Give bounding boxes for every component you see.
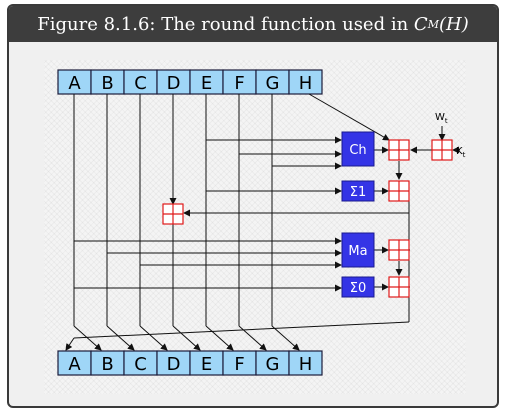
constant-k: Kt xyxy=(456,146,466,159)
function-ch: Ch xyxy=(341,131,375,167)
caption-math-base: C xyxy=(413,13,428,35)
constant-w: Wt xyxy=(435,112,448,125)
top-register-f-label: F xyxy=(234,73,244,94)
top-register-d: D xyxy=(156,69,191,95)
function-ch-label: Ch xyxy=(349,143,366,158)
top-register-a-label: A xyxy=(68,73,81,94)
bottom-register-a-label: A xyxy=(68,354,81,375)
top-register-e: E xyxy=(189,69,224,95)
function-sigma0-label: Σ0 xyxy=(350,281,367,296)
bottom-register-row: A B C D E F G H xyxy=(57,350,323,376)
function-sigma1-label: Σ1 xyxy=(350,185,367,200)
top-register-b-label: B xyxy=(101,73,113,94)
bottom-register-f-label: F xyxy=(234,354,244,375)
bottom-register-d-label: D xyxy=(167,354,181,375)
adder-ma-icon xyxy=(388,239,410,261)
constant-k-sub: t xyxy=(463,151,466,159)
top-register-a: A xyxy=(57,69,92,95)
function-sigma0: Σ0 xyxy=(341,276,375,298)
bottom-register-h-label: H xyxy=(299,354,313,375)
constant-w-base: W xyxy=(435,112,445,123)
bottom-register-c-label: C xyxy=(134,354,147,375)
function-sigma1: Σ1 xyxy=(341,180,375,202)
wires xyxy=(65,93,460,351)
adder-ch-icon xyxy=(388,139,410,161)
function-ma-label: Ma xyxy=(348,244,367,259)
top-register-e-label: E xyxy=(201,73,212,94)
top-register-h: H xyxy=(288,69,323,95)
adder-wk-icon xyxy=(431,139,453,161)
constant-w-sub: t xyxy=(445,117,448,125)
top-register-b: B xyxy=(90,69,125,95)
diagram-canvas: A B C D E F G H A B C D E F G H xyxy=(44,60,466,394)
bottom-register-g-label: G xyxy=(266,354,280,375)
top-register-d-label: D xyxy=(167,73,181,94)
svg-text:Wt: Wt xyxy=(435,112,448,125)
bottom-register-e-label: E xyxy=(201,354,212,375)
bottom-register-f: F xyxy=(222,350,257,376)
svg-text:Kt: Kt xyxy=(456,146,466,159)
caption-math-arg: (H) xyxy=(438,13,469,35)
bottom-register-b: B xyxy=(90,350,125,376)
top-register-h-label: H xyxy=(299,73,313,94)
round-function-diagram: A B C D E F G H A B C D E F G H xyxy=(57,69,466,376)
top-register-row: A B C D E F G H xyxy=(57,69,323,95)
bottom-register-h: H xyxy=(288,350,323,376)
bottom-register-d: D xyxy=(156,350,191,376)
caption-prefix: Figure 8.1.6: The round function used in xyxy=(37,13,409,35)
adder-sigma0-icon xyxy=(388,276,410,298)
constant-k-base: K xyxy=(456,146,463,157)
bottom-register-a: A xyxy=(57,350,92,376)
caption-math-sub: M xyxy=(427,17,439,31)
function-ma: Ma xyxy=(341,232,375,268)
top-register-g-label: G xyxy=(266,73,280,94)
top-register-c-label: C xyxy=(134,73,147,94)
figure-caption: Figure 8.1.6: The round function used in… xyxy=(9,6,497,42)
adder-sigma1-icon xyxy=(388,180,410,202)
figure-frame: Figure 8.1.6: The round function used in… xyxy=(7,4,499,408)
top-register-g: G xyxy=(255,69,290,95)
top-register-f: F xyxy=(222,69,257,95)
top-register-c: C xyxy=(123,69,158,95)
adder-d-icon xyxy=(162,203,184,225)
bottom-register-b-label: B xyxy=(101,354,113,375)
bottom-register-c: C xyxy=(123,350,158,376)
bottom-register-g: G xyxy=(255,350,290,376)
bottom-register-e: E xyxy=(189,350,224,376)
